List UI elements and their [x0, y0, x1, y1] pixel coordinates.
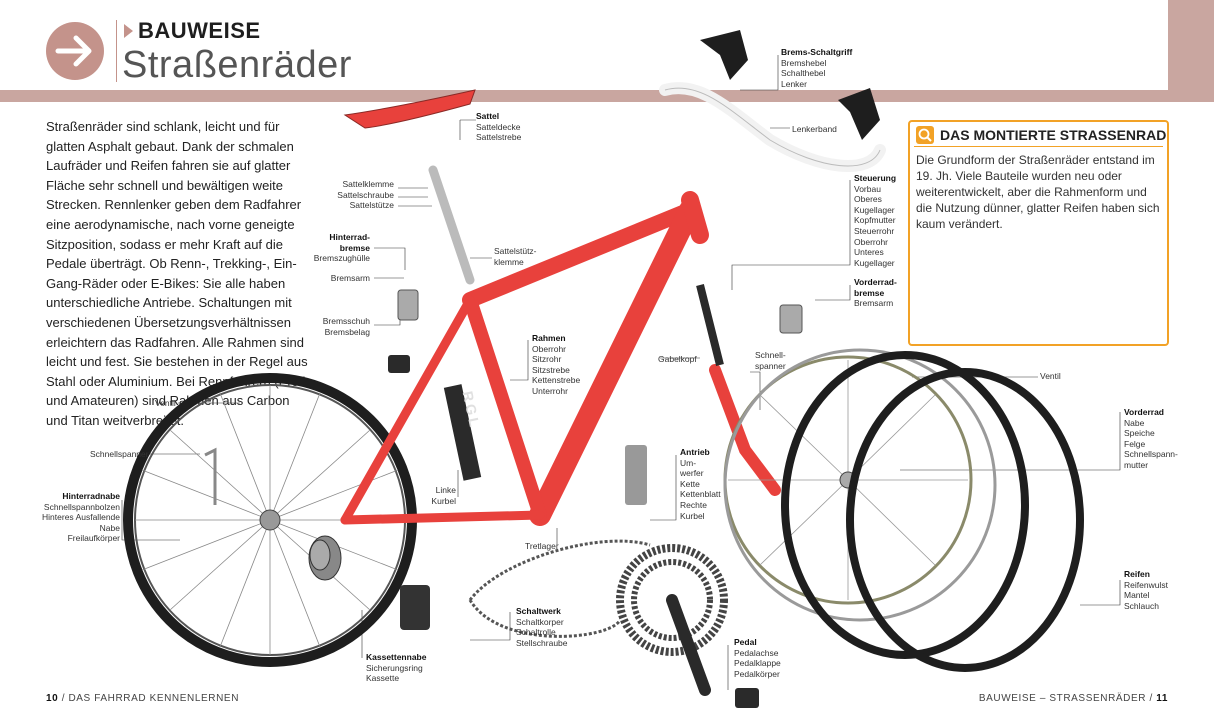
left-crank	[443, 384, 482, 481]
info-box-header: DAS MONTIERTE STRASSENRAD	[916, 126, 1166, 144]
front-derailleur	[625, 445, 647, 505]
header-divider	[116, 20, 117, 82]
pedal-left-icon	[388, 355, 410, 373]
footer-right-text: BAUWEISE – STRASSENRÄDER	[978, 693, 1147, 704]
arrow-circle-icon	[46, 22, 104, 80]
header-tab-right	[1168, 0, 1214, 102]
label-bremsarm-hinten: Bremsarm	[330, 273, 370, 283]
tyres	[781, 351, 1084, 672]
label-ventil-vorn: Ventil	[1040, 371, 1061, 381]
bike-frame	[340, 191, 709, 526]
info-box-text: Die Grundform der Straßenräder entstand …	[916, 153, 1160, 231]
label-ventil-hinten: Ventil	[155, 398, 176, 408]
rear-brake	[397, 289, 419, 321]
page-title: Straßenräder	[122, 44, 352, 86]
chainring	[616, 544, 728, 656]
section-title: BAUWEISE	[138, 18, 261, 43]
info-box: DAS MONTIERTE STRASSENRAD Die Grundform …	[908, 120, 1169, 346]
info-box-rule	[914, 146, 1163, 147]
label-sattelstuetzklemme: Sattelstütz-klemme	[494, 246, 537, 267]
arrow-right-icon	[55, 35, 92, 67]
pedal-icon	[735, 688, 759, 708]
page-number-left: 10	[46, 693, 59, 704]
cassette	[308, 535, 342, 581]
label-schnellspanner-hinten: Schnellspanner	[90, 449, 149, 459]
rear-derailleur	[400, 585, 430, 630]
footer-right: BAUWEISE – STRASSENRÄDER / 11	[978, 693, 1168, 704]
label-gabelkopf: Gabelkopf	[658, 354, 697, 364]
info-box-title: DAS MONTIERTE STRASSENRAD	[940, 127, 1167, 143]
front-wheel	[723, 348, 997, 622]
footer-left: 10 / DAS FAHRRAD KENNENLERNEN	[46, 693, 240, 704]
triangle-icon	[124, 24, 133, 38]
label-tretlager: Tretlager	[525, 541, 559, 551]
page-number-right: 11	[1156, 693, 1168, 704]
label-lenkerband: Lenkerband	[792, 124, 837, 134]
front-fork	[709, 364, 781, 496]
header-band	[0, 90, 1214, 102]
footer-left-text: DAS FAHRRAD KENNENLERNEN	[68, 693, 240, 704]
label-schnellspanner-vorn: Schnell-spanner	[755, 350, 786, 371]
magnifier-icon	[916, 126, 934, 144]
front-brake	[779, 304, 803, 334]
